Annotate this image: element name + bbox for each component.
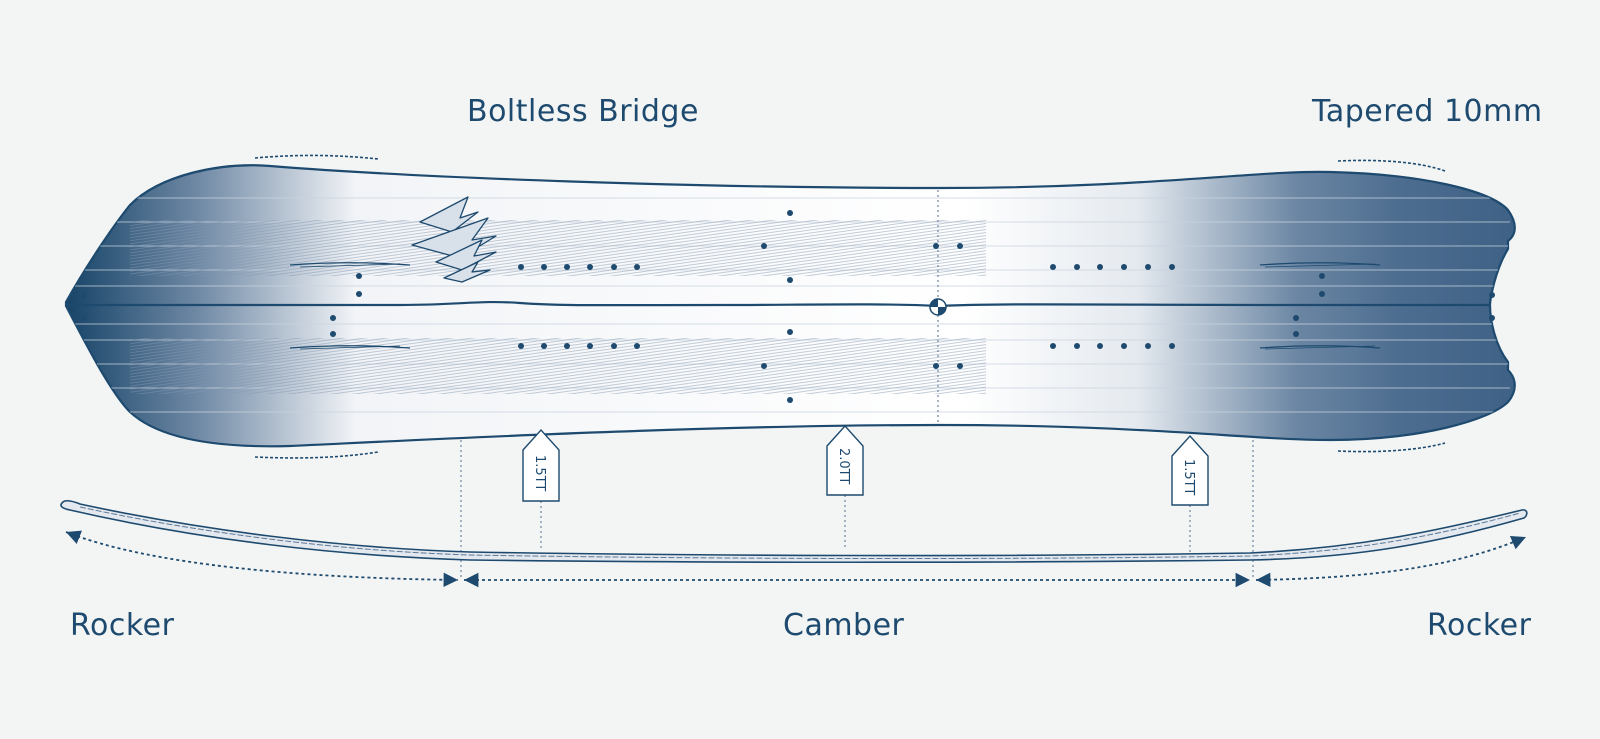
profile-arrows bbox=[65, 530, 1527, 588]
jones-mountain-logo bbox=[411, 196, 497, 283]
hardware-marks bbox=[289, 262, 1381, 350]
tag-2-text: 2.0TT bbox=[836, 448, 851, 484]
taper-marks bbox=[254, 154, 1446, 459]
tag-3-text: 1.5TT bbox=[1181, 459, 1196, 495]
tag-2: 2.0TT bbox=[826, 424, 864, 496]
tapered-label: Tapered 10mm bbox=[1312, 94, 1543, 129]
split-line bbox=[66, 300, 1490, 308]
tag-1-text: 1.5TT bbox=[532, 455, 547, 491]
tag-1: 1.5TT bbox=[522, 428, 560, 502]
camber-label: Camber bbox=[783, 608, 905, 643]
board-profile bbox=[60, 500, 1528, 564]
top-hatch bbox=[130, 220, 986, 276]
tag-3: 1.5TT bbox=[1171, 434, 1209, 506]
bottom-hatch bbox=[130, 338, 986, 394]
boltless-bridge-label: Boltless Bridge bbox=[467, 94, 699, 129]
binding-inserts bbox=[81, 210, 1495, 403]
rocker-left-label: Rocker bbox=[70, 608, 175, 643]
rocker-right-label: Rocker bbox=[1427, 608, 1532, 643]
center-stance-icon bbox=[929, 298, 947, 316]
